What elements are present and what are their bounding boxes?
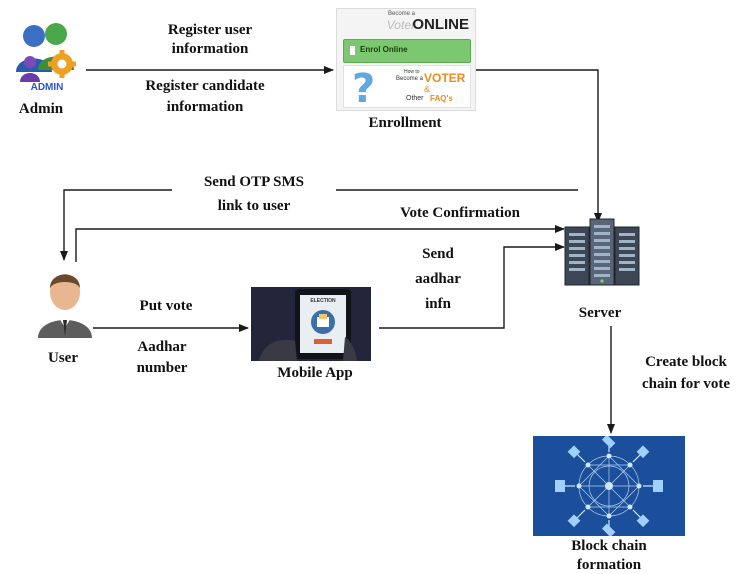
server-node (561, 217, 643, 289)
enrol-online-label: Enrol Online (360, 45, 408, 54)
edge-label-vote-confirmation: Vote Confirmation (400, 205, 520, 221)
enrol-online-button[interactable]: Enrol Online (343, 39, 471, 63)
svg-text:?: ? (352, 66, 375, 106)
server-rack-icon (564, 218, 640, 286)
edge-label-aadhar-1: Aadhar (137, 339, 187, 355)
enrollment-brand-online: ONLINE (412, 16, 469, 33)
user-label: User (48, 350, 78, 366)
mobile-app-label: Mobile App (277, 365, 353, 381)
edge-server-to-user-otp-left (60, 189, 172, 261)
mobile-app-node: ELECTION (251, 287, 371, 361)
question-mark-icon: ? (352, 66, 375, 106)
edge-user-server-confirmation (75, 225, 565, 262)
server-label: Server (578, 305, 622, 321)
edge-enrollment-to-server (476, 69, 602, 223)
admin-users-icon (16, 23, 76, 82)
edge-label-create-block-1: Create block (645, 354, 727, 370)
blockchain-label-line1: Block chain (571, 538, 647, 554)
edge-label-otp-1: Send OTP SMS (203, 174, 305, 190)
enrollment-faq-panel: ? How to Become a VOTER & Other FAQ's (343, 65, 471, 108)
edge-label-put-vote: Put vote (139, 298, 193, 314)
edge-label-register-candidate-1: Register candidate (145, 78, 265, 94)
edge-label-infn: infn (425, 296, 451, 312)
user-icon (38, 274, 92, 338)
edge-label-register-user-1: Register user (167, 22, 253, 38)
edge-app-to-server (379, 243, 565, 329)
edge-label-otp-2: link to user (217, 198, 291, 214)
enrollment-howto-prefix: How to (404, 69, 420, 75)
enrollment-header: Become a Voter ONLINE (337, 9, 475, 39)
mobile-app-screen-title: ELECTION (310, 298, 336, 304)
admin-badge: ADMIN (30, 82, 64, 93)
enrollment-become-prefix: Become a (387, 11, 415, 17)
blockchain-node (533, 436, 685, 536)
edge-label-send: Send (422, 246, 454, 262)
enrollment-label: Enrollment (368, 115, 442, 131)
enrollment-amp: & (424, 84, 431, 94)
tablet-ballot-icon (259, 289, 357, 361)
enrollment-voter-word: VOTER (424, 71, 466, 85)
edge-label-aadhar: aadhar (415, 271, 461, 287)
edge-label-register-user-2: information (171, 41, 249, 57)
edge-label-aadhar-2: number (136, 360, 188, 376)
enrollment-faq-prefix: Other (406, 95, 424, 102)
user-node (34, 266, 96, 338)
blockchain-label-line2: formation (576, 557, 642, 573)
admin-label: Admin (18, 101, 64, 117)
edge-label-create-block-2: chain for vote (641, 376, 731, 392)
admin-node: ADMIN (10, 14, 84, 96)
enrollment-node: Become a Voter ONLINE Enrol Online ? How… (336, 8, 476, 111)
blockchain-network-icon (555, 436, 663, 536)
enrol-flag-icon (350, 46, 355, 55)
enrollment-faq-word: FAQ's (430, 94, 453, 103)
enrollment-brand-voter: Voter (386, 18, 415, 32)
enrollment-howto-line: Become a (396, 76, 424, 82)
edge-label-register-candidate-2: information (166, 99, 244, 115)
